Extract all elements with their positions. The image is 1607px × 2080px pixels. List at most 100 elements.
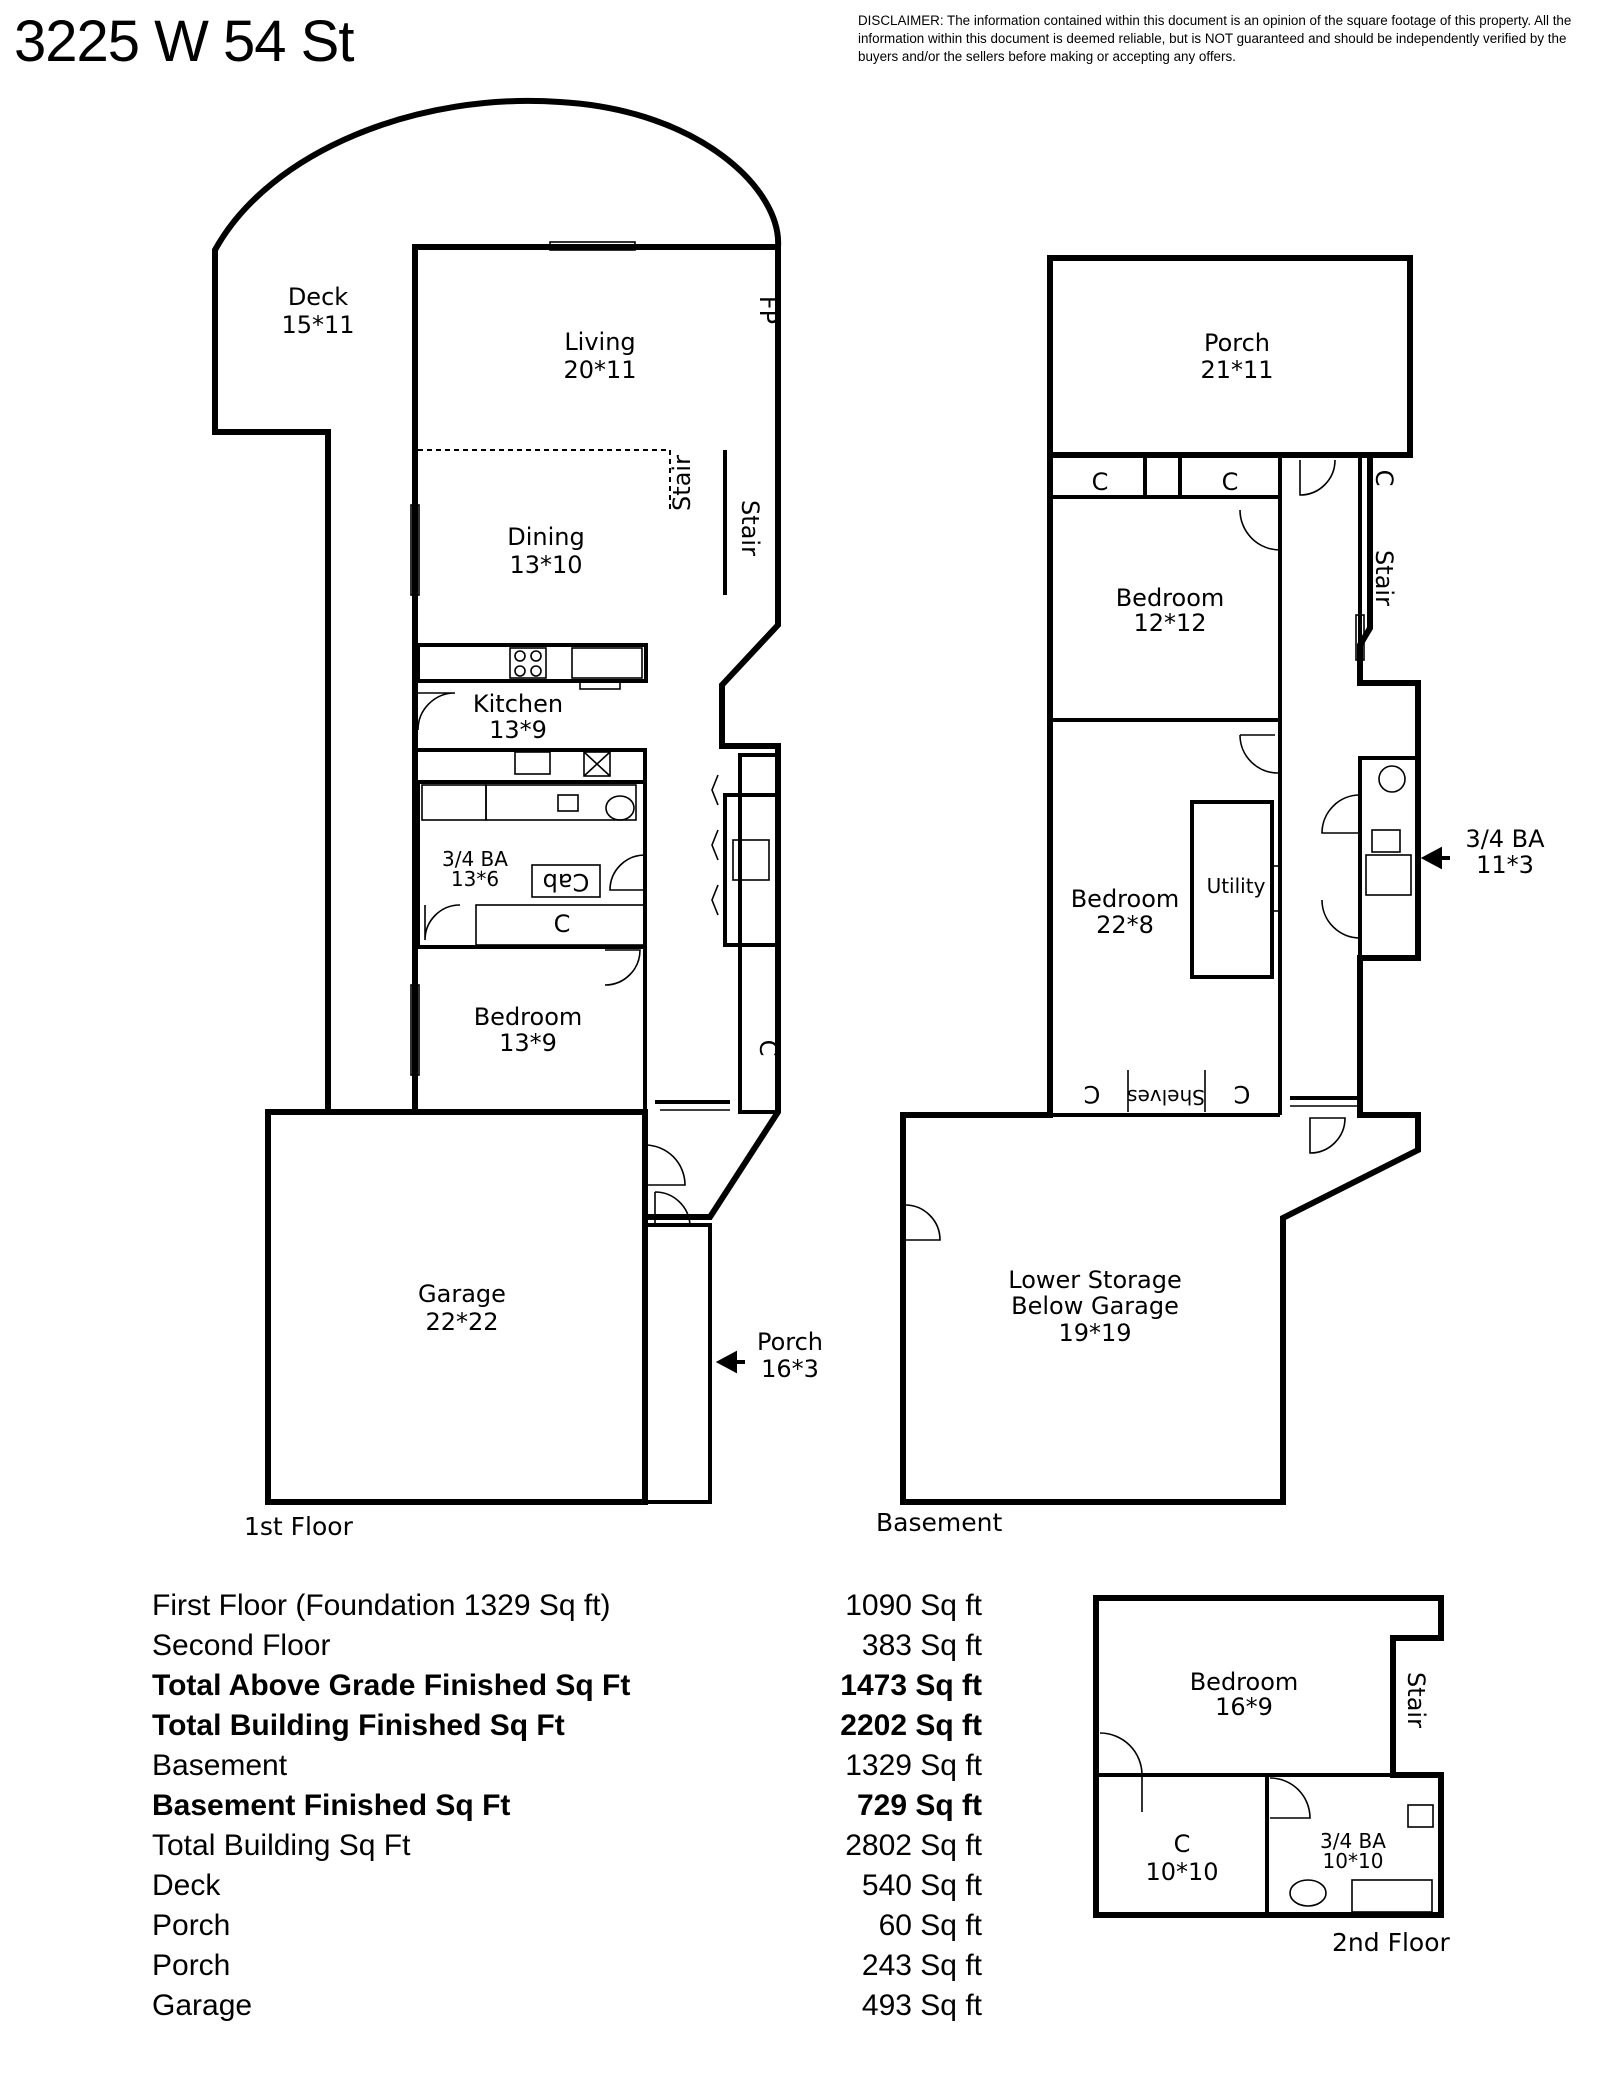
bath-label: 3/4 BA <box>1465 825 1545 853</box>
stair-label: Stair <box>736 500 764 556</box>
bedroom-size: 16*9 <box>1215 1693 1273 1721</box>
second-floor-plan: Bedroom 16*9 Stair C 10*10 3/4 BA 10*10 … <box>1093 1595 1450 1957</box>
shelves-label: Shelves <box>1127 1085 1205 1109</box>
area-label: Porch <box>152 1949 231 1982</box>
basement-plan: Porch 21*11 C C C Stair Bedroom 12*12 Be… <box>876 255 1545 1537</box>
bedroom-size: 12*12 <box>1133 609 1206 637</box>
shower-icon <box>1365 854 1412 896</box>
area-value: 2802 Sq ft <box>845 1829 982 1862</box>
area-label: Porch <box>152 1909 231 1942</box>
first-floor-label: 1st Floor <box>244 1512 354 1541</box>
porch-label: Porch <box>757 1328 823 1356</box>
bath-label: 3/4 BA <box>442 847 508 871</box>
door <box>424 904 461 941</box>
toilet-icon <box>605 795 635 821</box>
area-label: First Floor (Foundation 1329 Sq ft) <box>152 1589 611 1622</box>
storage-size: 19*19 <box>1058 1319 1131 1347</box>
closet-label: C <box>554 910 571 938</box>
bath-size: 11*3 <box>1476 851 1534 879</box>
toilet-icon <box>1289 1879 1327 1907</box>
area-label: Basement Finished Sq Ft <box>152 1789 511 1822</box>
storage-label: Below Garage <box>1011 1292 1179 1320</box>
window <box>549 241 636 251</box>
living-size: 20*11 <box>563 356 636 384</box>
closet-label: C <box>1222 468 1239 496</box>
closet-size: 10*10 <box>1145 1858 1218 1886</box>
closet-label: C <box>1174 1830 1191 1858</box>
deck-outline <box>212 97 782 1112</box>
area-value: 493 Sq ft <box>861 1989 982 2022</box>
door <box>1239 509 1281 551</box>
door <box>904 1204 941 1241</box>
kitchen-counter <box>416 643 648 683</box>
stair-label: Stair <box>668 455 696 511</box>
cab-label: Cab <box>543 868 590 896</box>
window <box>410 984 420 1076</box>
toilet-icon <box>1378 765 1406 793</box>
door <box>1099 1732 1143 1812</box>
bedroom-size: 22*8 <box>1096 911 1154 939</box>
bath-size: 13*6 <box>451 867 499 891</box>
door <box>654 1191 691 1226</box>
bedroom-size: 13*9 <box>499 1029 557 1057</box>
storage-label: Lower Storage <box>1008 1266 1181 1294</box>
dining-label: Dining <box>507 523 584 551</box>
area-row: Porch 243 Sq ft <box>152 1946 982 1986</box>
porch-size: 21*11 <box>1200 356 1273 384</box>
door <box>1309 1117 1346 1154</box>
closet-label: C <box>754 1040 782 1057</box>
bath-label: 3/4 BA <box>1320 1829 1386 1853</box>
closet <box>738 753 780 1114</box>
closet-label: C <box>1092 468 1109 496</box>
shower-icon <box>421 784 487 821</box>
address-title: 3225 W 54 St <box>14 9 354 74</box>
bath-size: 10*10 <box>1323 1849 1384 1873</box>
dining-size: 13*10 <box>509 551 582 579</box>
door <box>1321 899 1361 939</box>
door <box>1269 1777 1311 1819</box>
window <box>1355 614 1365 661</box>
area-value: 1329 Sq ft <box>845 1749 982 1782</box>
shower-icon <box>1351 1879 1433 1913</box>
basement-floor-label: Basement <box>876 1508 1002 1537</box>
sink-icon <box>514 751 551 775</box>
area-value: 1473 Sq ft <box>840 1669 982 1702</box>
area-row: Total Above Grade Finished Sq Ft 1473 Sq … <box>152 1666 982 1706</box>
cooktop <box>509 647 547 679</box>
door <box>644 1144 686 1186</box>
first-floor-walls <box>265 244 781 1505</box>
door <box>604 949 641 986</box>
area-value: 540 Sq ft <box>861 1869 982 1902</box>
porch-label: Porch <box>1204 329 1270 357</box>
door <box>1239 734 1279 774</box>
area-row: Porch 60 Sq ft <box>152 1906 982 1946</box>
second-floor-label: 2nd Floor <box>1332 1928 1450 1957</box>
door <box>417 692 456 731</box>
disclaimer-text: DISCLAIMER: The information contained wi… <box>858 13 1572 64</box>
garage-label: Garage <box>418 1280 506 1308</box>
door <box>1321 794 1361 834</box>
area-value: 60 Sq ft <box>878 1909 982 1942</box>
area-value: 2202 Sq ft <box>840 1709 982 1742</box>
area-label: Total Above Grade Finished Sq Ft <box>152 1669 631 1702</box>
area-label: Total Building Sq Ft <box>152 1829 411 1862</box>
area-row: First Floor (Foundation 1329 Sq ft)1090 … <box>152 1586 982 1626</box>
first-floor-plan: Deck 15*11 Living 20*11 FP Dining 13*10 … <box>212 97 823 1541</box>
area-label: Deck <box>152 1869 221 1902</box>
door <box>1299 459 1336 496</box>
garage-size: 22*22 <box>425 1308 498 1336</box>
bedroom-label: Bedroom <box>1190 1668 1299 1696</box>
area-table: First Floor (Foundation 1329 Sq ft)1090 … <box>152 1586 982 2026</box>
deck-label: Deck <box>288 283 348 311</box>
closet-label: C <box>1370 470 1398 487</box>
living-label: Living <box>564 328 635 356</box>
area-value: 243 Sq ft <box>861 1949 982 1982</box>
closet-label: C <box>1084 1080 1101 1108</box>
door <box>609 854 646 891</box>
porch-size: 16*3 <box>761 1355 819 1383</box>
area-label: Second Floor <box>152 1629 331 1662</box>
